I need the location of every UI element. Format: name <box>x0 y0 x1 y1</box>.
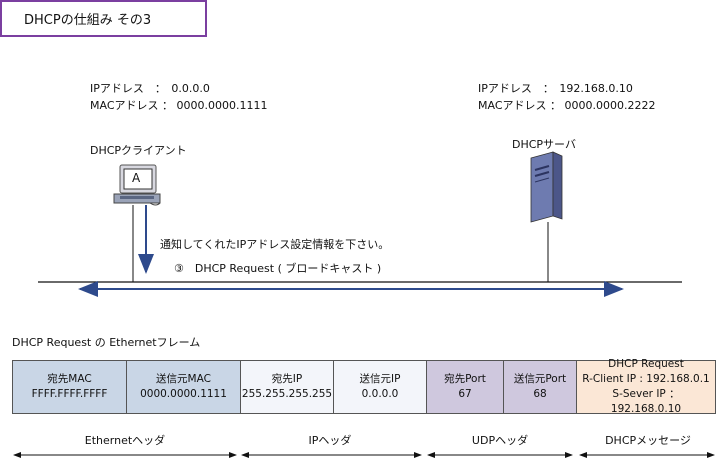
field-value: 0.0.0.0 <box>361 388 399 400</box>
frame-title: DHCP Request の Ethernetフレーム <box>12 336 201 349</box>
request-message: 通知してくれたIPアドレス設定情報を下さい。 <box>160 238 390 251</box>
server-tower-icon <box>530 151 563 223</box>
field-value: 255.255.255.255 <box>241 388 333 400</box>
field-src-mac: 送信元MAC 0000.0000.1111 <box>126 361 240 413</box>
field-value: 67 <box>458 388 472 400</box>
field-dest-mac: 宛先MAC FFFF.FFFF.FFFF <box>12 361 126 413</box>
field-src-port: 送信元Port 68 <box>503 361 576 413</box>
field-dest-port: 宛先Port 67 <box>426 361 503 413</box>
client-ip: IPアドレス ： 0.0.0.0 <box>90 82 210 95</box>
field-name: 宛先Port <box>444 373 486 385</box>
dhcp-client-ip: R-Client IP : 192.168.0.1 <box>582 373 710 385</box>
client-label: DHCPクライアント <box>90 144 187 157</box>
client-pc-icon <box>113 164 161 206</box>
client-mac: MACアドレス ： 0000.0000.1111 <box>90 99 268 112</box>
dhcp-field-name: DHCP Request <box>608 358 684 370</box>
dhcp-server-ip: S-Sever IP ： 192.168.0.10 <box>610 388 682 415</box>
field-name: 宛先IP <box>271 373 303 385</box>
field-value: 0000.0000.1111 <box>140 388 227 400</box>
field-dhcp-message: DHCP Request R-Client IP : 192.168.0.1 S… <box>576 358 716 415</box>
segment-dhcp-label: DHCPメッセージ <box>605 434 691 447</box>
field-name: 送信元MAC <box>156 373 211 385</box>
server-label: DHCPサーバ <box>512 138 576 151</box>
field-value: 68 <box>533 388 547 400</box>
segment-udp-label: UDPヘッダ <box>471 434 529 447</box>
field-name: 送信元IP <box>359 373 401 385</box>
pc-screen-letter: A <box>132 171 141 185</box>
request-label: ③ DHCP Request ( ブロードキャスト ) <box>174 262 382 275</box>
field-value: FFFF.FFFF.FFFF <box>31 388 108 400</box>
page-title-text: DHCPの仕組み その3 <box>24 13 152 28</box>
client-address-info: IPアドレス ： 0.0.0.0 MACアドレス ： 0000.0000.111… <box>90 80 267 114</box>
field-name: 宛先MAC <box>47 373 92 385</box>
page-title: DHCPの仕組み その3 <box>0 0 207 37</box>
server-ip: IPアドレス ： 192.168.0.10 <box>478 82 633 95</box>
segment-ethernet-label: Ethernetヘッダ <box>84 434 166 447</box>
field-name: 送信元Port <box>513 373 567 385</box>
field-dest-ip: 宛先IP 255.255.255.255 <box>240 361 333 413</box>
field-src-ip: 送信元IP 0.0.0.0 <box>333 361 426 413</box>
segment-ip-label: IPヘッダ <box>308 434 352 447</box>
ethernet-frame: 宛先MAC FFFF.FFFF.FFFF 送信元MAC 0000.0000.11… <box>12 358 716 415</box>
server-address-info: IPアドレス ： 192.168.0.10 MACアドレス ： 0000.000… <box>478 80 655 114</box>
server-mac: MACアドレス ： 0000.0000.2222 <box>478 99 656 112</box>
